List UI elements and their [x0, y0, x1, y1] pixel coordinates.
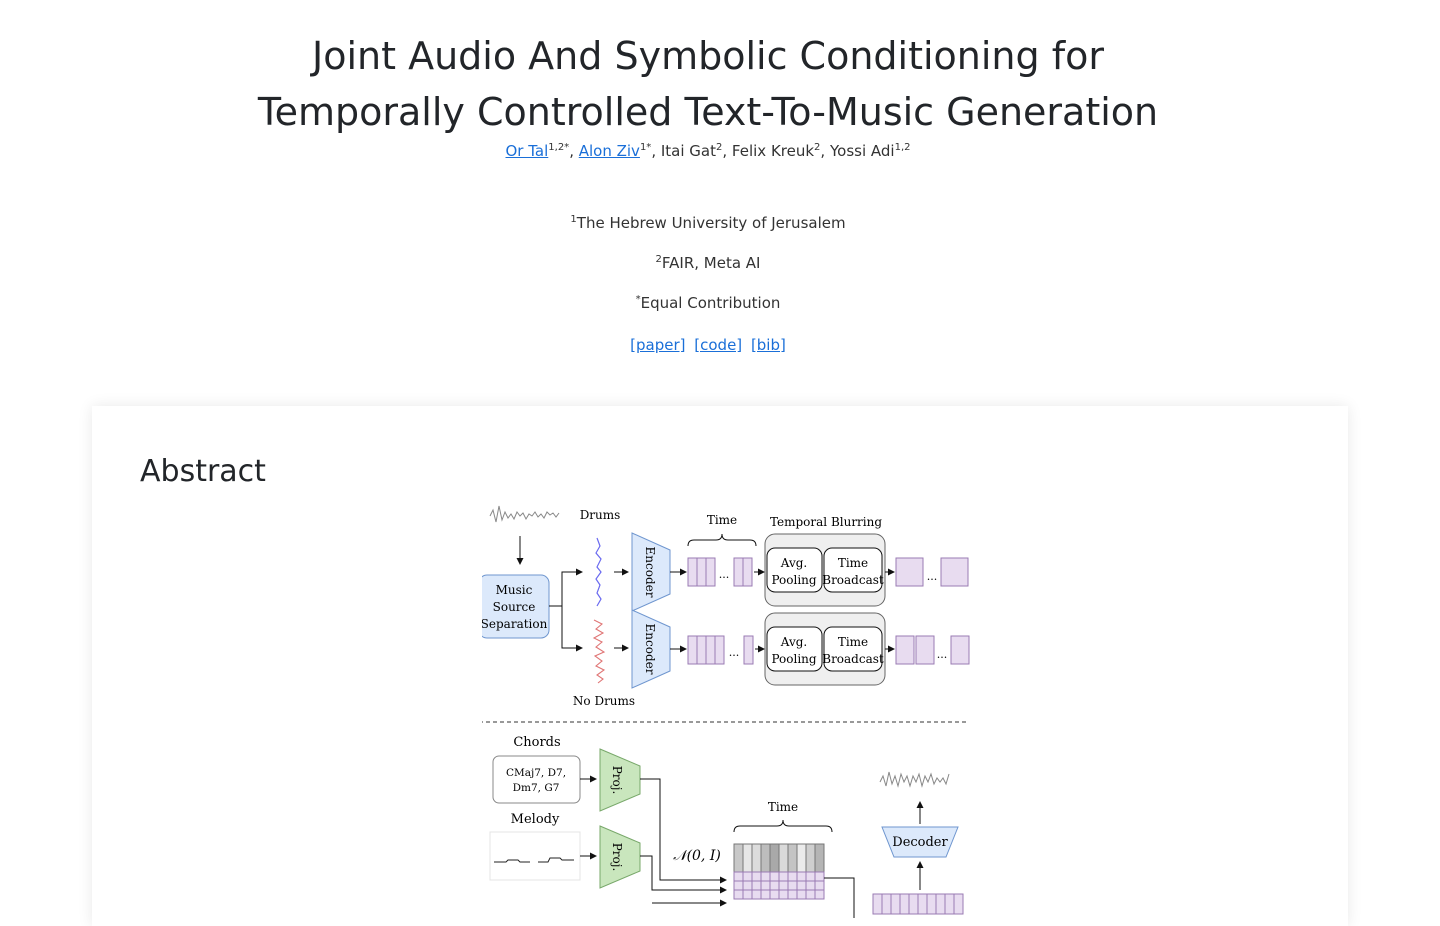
author-list: Or Tal1,2*, Alon Ziv1*, Itai Gat2, Felix… [505, 142, 911, 160]
time-grid-noise [733, 843, 825, 873]
time-grid-conditions [733, 871, 825, 900]
author-sup: 2 [716, 142, 723, 153]
mss-label-3: Separation [482, 617, 548, 631]
avg-pooling-label-1: Avg. [780, 556, 807, 570]
abstract-card: Abstract Music Source Separation Drums N… [92, 406, 1348, 926]
equal-contribution-note: *Equal Contribution [0, 294, 1416, 312]
ellipsis: ... [729, 646, 740, 659]
temporal-blurring-label: Temporal Blurring [770, 515, 882, 529]
ellipsis: ... [927, 570, 938, 583]
proj-label-melody: Proj. [610, 843, 624, 872]
ellipsis: ... [937, 648, 948, 661]
melody-contour-icon [494, 857, 574, 863]
code-link[interactable]: [code] [694, 336, 743, 354]
no-drums-label: No Drums [573, 694, 635, 708]
output-waveform [879, 771, 950, 788]
mss-label-2: Source [493, 600, 536, 614]
chords-value-2: Dm7, G7 [513, 782, 560, 794]
time-label-bottom: Time [768, 800, 798, 814]
drums-waveform [595, 537, 602, 607]
chords-value-1: CMaj7, D7, [506, 767, 566, 779]
melody-label: Melody [511, 812, 560, 827]
title-line-2: Temporally Controlled Text-To-Music Gene… [257, 90, 1159, 134]
avg-pooling-label-2: Pooling [771, 652, 816, 666]
time-broadcast-label-1: Time [838, 556, 868, 570]
page-title: Joint Audio And Symbolic Conditioning fo… [0, 28, 1416, 140]
affiliation-text: Equal Contribution [640, 294, 781, 312]
token-row-top-right [895, 557, 969, 587]
ellipsis: ... [719, 568, 730, 581]
author-sup: 2 [814, 142, 821, 153]
token-row-bottom-right [895, 635, 970, 665]
proj-label-chords: Proj. [610, 766, 624, 795]
input-waveform [489, 505, 560, 523]
affiliation-sup: * [635, 294, 641, 305]
author-itai-gat: Itai Gat [660, 142, 716, 160]
resource-links: [paper] [code] [bib] [0, 336, 1416, 354]
avg-pooling-box-top [766, 547, 823, 593]
author-yossi-adi: Yossi Adi [829, 142, 895, 160]
paper-link[interactable]: [paper] [630, 336, 686, 354]
drums-label: Drums [580, 508, 621, 522]
affiliation-text: The Hebrew University of Jerusalem [576, 214, 846, 232]
time-brace-bottom [733, 819, 833, 833]
avg-pooling-box-bottom [766, 626, 823, 672]
time-broadcast-label-1: Time [838, 635, 868, 649]
affiliation-text: FAIR, Meta AI [661, 254, 761, 272]
bib-link[interactable]: [bib] [750, 336, 786, 354]
encoder-bottom [631, 609, 671, 689]
proj-chords [599, 748, 641, 812]
affiliation-1: 1The Hebrew University of Jerusalem [0, 214, 1416, 232]
author-sup: 1* [639, 142, 652, 153]
author-sup: 1,2 [894, 142, 911, 153]
avg-pooling-label-1: Avg. [780, 635, 807, 649]
mss-label-1: Music [496, 583, 533, 597]
encoder-bottom-label: Encoder [643, 624, 657, 675]
decoder-block [881, 826, 959, 858]
token-row-bottom-left [687, 635, 754, 665]
time-broadcast-label-2: Broadcast [822, 652, 884, 666]
time-label-top: Time [707, 513, 737, 527]
time-broadcast-label-2: Broadcast [822, 573, 884, 587]
time-broadcast-box-bottom [823, 626, 883, 672]
author-link-alon-ziv[interactable]: Alon Ziv [578, 142, 640, 160]
author-felix-kreuk: Felix Kreuk [731, 142, 815, 160]
output-token-row [872, 893, 964, 915]
melody-box [489, 831, 581, 881]
author-sup: 1,2* [548, 142, 570, 153]
time-brace-top [687, 533, 757, 547]
author-link-or-tal[interactable]: Or Tal [505, 142, 549, 160]
proj-melody [599, 825, 641, 889]
affiliation-sup: 1 [570, 214, 577, 225]
affiliation-2: 2FAIR, Meta AI [0, 254, 1416, 272]
method-diagram: Music Source Separation Drums No Drums E… [478, 505, 970, 918]
decoder-label: Decoder [892, 835, 948, 850]
encoder-top-label: Encoder [643, 547, 657, 598]
method-figure: Music Source Separation Drums No Drums E… [478, 498, 982, 918]
token-row-top-left [687, 557, 753, 587]
encoder-top [631, 532, 671, 612]
title-line-1: Joint Audio And Symbolic Conditioning fo… [312, 34, 1104, 78]
avg-pooling-label-2: Pooling [771, 573, 816, 587]
no-drums-waveform [592, 619, 606, 684]
chords-label: Chords [513, 735, 560, 750]
abstract-heading: Abstract [140, 454, 266, 489]
affiliation-sup: 2 [655, 254, 662, 265]
noise-label: 𝒩(0, I) [673, 848, 721, 864]
chords-box [492, 755, 581, 804]
time-broadcast-box-top [823, 547, 883, 593]
